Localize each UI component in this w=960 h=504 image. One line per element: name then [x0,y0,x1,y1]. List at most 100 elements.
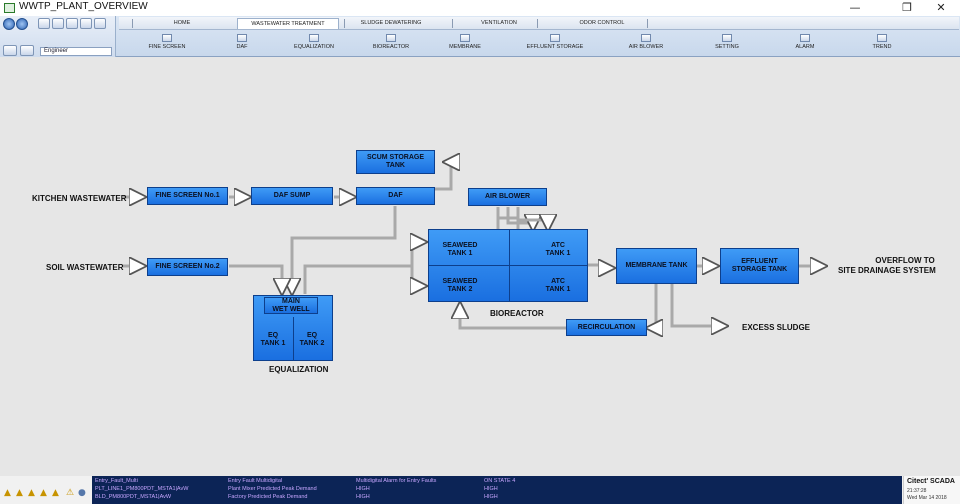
eq-tank-2-line-1: EQ [306,332,318,339]
atc-1-line-1: ATC [551,242,565,249]
eq-tank-1-label[interactable]: EQ TANK 1 [255,332,291,348]
alarm-bar: ▲ ▲ ▲ ▲ ▲ ⚠ ● Entry_Fault_Multi Entry Fa… [0,476,960,504]
submenu-label: ALARM [795,44,815,50]
daf-sump-box[interactable]: DAF SUMP [251,187,333,205]
tab-home[interactable]: HOME [173,20,191,26]
login-icon[interactable] [20,45,34,56]
sub-menu: FINE SCREEN DAF EQUALIZATION BIOREACTOR … [119,31,959,56]
clock-time: 21:37:28 [907,488,927,494]
alarm-filter-icon[interactable]: ▲ [28,488,35,498]
minimize-button[interactable]: — [849,1,861,14]
menu-separator [132,19,133,28]
submenu-label: EQUALIZATION [294,44,334,50]
alarm-tag: PLT_LINE1_PM800PDT_MSTA1|AvW [95,486,189,492]
seaweed-tank-1-label[interactable]: SEAWEED TANK 1 [432,242,488,258]
forward-nav-icon[interactable] [16,18,28,30]
alarm-name: Entry Fault Multidigital [228,478,283,484]
bioreactor-box[interactable] [428,229,588,302]
alarm-row[interactable]: PLT_LINE1_PM800PDT_MSTA1|AvW Plant Mixer… [92,486,902,493]
alarm-row[interactable]: BLD_PM800PDT_MSTA1|AvW Factory Predicted… [92,494,902,501]
seaweed-tank-2-label[interactable]: SEAWEED TANK 2 [432,278,488,294]
atc-2-line-1: ATC [551,278,565,285]
atc-tank-2-label[interactable]: ATC TANK 1 [530,278,586,294]
tab-sludge-dewatering[interactable]: SLUDGE DEWATERING [360,20,422,26]
alarm-description: Multidigital Alarm for Entry Faults [356,478,437,484]
tab-ventilation[interactable]: VENTILATION [481,20,517,26]
membrane-tank-box[interactable]: MEMBRANE TANK [616,248,697,284]
main-wet-well-box[interactable]: MAIN WET WELL [264,297,318,314]
main-wet-well-line-1: MAIN [282,297,300,305]
submenu-label: SETTING [715,44,739,50]
bioreactor-label: BIOREACTOR [490,309,544,318]
alarm-bell-icon[interactable]: ▲ [4,488,11,498]
user-field[interactable]: Engineer [40,47,112,56]
print-icon[interactable] [3,45,17,56]
pipe-air-4 [516,207,548,230]
main-wet-well-line-2: WET WELL [272,305,310,313]
fine-screen-icon [162,34,172,42]
submenu-setting[interactable]: SETTING [707,31,747,56]
atc-2-line-2: TANK 1 [545,286,571,293]
restore-button[interactable]: ❐ [902,1,912,14]
overflow-label-line-2: SITE DRAINAGE SYSTEM [838,266,936,275]
tab-odor-control[interactable]: ODOR CONTROL [579,20,625,26]
submenu-membrane[interactable]: MEMBRANE [440,31,490,56]
pipe-excess-sludge [670,284,727,326]
fine-screen-2-box[interactable]: FINE SCREEN No.2 [147,258,228,276]
next-page-icon[interactable] [66,18,78,29]
clock-date: Wed Mar 14 2018 [907,495,947,501]
alarm-warning-icon[interactable]: ⚠ [66,488,75,498]
air-blower-box[interactable]: AIR BLOWER [468,188,547,206]
pipe-eq-bio [303,242,426,294]
seaweed-2-line-1: SEAWEED [442,278,478,285]
recirculation-box[interactable]: RECIRCULATION [566,319,647,336]
submenu-fine-screen[interactable]: FINE SCREEN [141,31,193,56]
fine-screen-1-box[interactable]: FINE SCREEN No.1 [147,187,228,205]
tab-wastewater-treatment[interactable]: WASTEWATER TREATMENT [237,18,339,29]
alarm-description: HIGH [356,494,370,500]
alarm-silence-icon[interactable]: ▲ [40,488,47,498]
submenu-daf[interactable]: DAF [217,31,267,56]
home-icon[interactable] [80,18,92,29]
scum-storage-tank-box[interactable]: SCUM STORAGE TANK [356,150,435,174]
process-diagram: KITCHEN WASTEWATER SOIL WASTEWATER FINE … [0,58,960,476]
back-nav-icon[interactable] [3,18,15,30]
eq-tank-2-label[interactable]: EQ TANK 2 [294,332,330,348]
seaweed-1-line-1: SEAWEED [442,242,478,249]
alarm-ack-icon[interactable]: ▲ [16,488,23,498]
daf-box[interactable]: DAF [356,187,435,205]
close-button[interactable]: ✕ [936,1,946,14]
submenu-effluent-storage[interactable]: EFFLUENT STORAGE [519,31,591,56]
setting-icon [722,34,732,42]
scum-tank-line-2: TANK [386,162,405,169]
submenu-trend[interactable]: TREND [862,31,902,56]
toolbar-left-panel: Engineer [0,16,116,57]
prev-page-icon[interactable] [52,18,64,29]
effluent-line-2: STORAGE TANK [731,266,788,273]
atc-tank-1-label[interactable]: ATC TANK 1 [530,242,586,258]
submenu-equalization[interactable]: EQUALIZATION [285,31,343,56]
title-bar: WWTP_PLANT_OVERVIEW — ❐ ✕ [0,0,960,16]
first-page-icon[interactable] [38,18,50,29]
alarm-list[interactable]: Entry_Fault_Multi Entry Fault Multidigit… [92,476,902,504]
last-page-icon[interactable] [94,18,106,29]
eq-tank-2-line-2: TANK 2 [299,340,325,347]
toolbar: Engineer HOME WASTEWATER TREATMENT SLUDG… [0,16,960,57]
menu-separator [344,19,345,28]
brand-logo: Citect' SCADA [907,478,955,485]
submenu-alarm[interactable]: ALARM [785,31,825,56]
submenu-bioreactor[interactable]: BIOREACTOR [363,31,419,56]
alarm-name: Factory Predicted Peak Demand [228,494,308,500]
effluent-storage-tank-box[interactable]: EFFLUENT STORAGE TANK [720,248,799,284]
excess-sludge-label: EXCESS SLUDGE [742,323,811,332]
effluent-storage-icon [550,34,560,42]
alarm-summary-icon[interactable]: ▲ [52,488,59,498]
alarm-row[interactable]: Entry_Fault_Multi Entry Fault Multidigit… [92,478,902,485]
equalization-label: EQUALIZATION [269,365,329,374]
air-blower-icon [641,34,651,42]
alarm-user-icon[interactable]: ● [78,488,86,498]
submenu-label: AIR BLOWER [628,44,664,50]
eq-tank-1-line-2: TANK 1 [260,340,286,347]
submenu-air-blower[interactable]: AIR BLOWER [621,31,671,56]
pipe-daf-eq [292,206,397,294]
